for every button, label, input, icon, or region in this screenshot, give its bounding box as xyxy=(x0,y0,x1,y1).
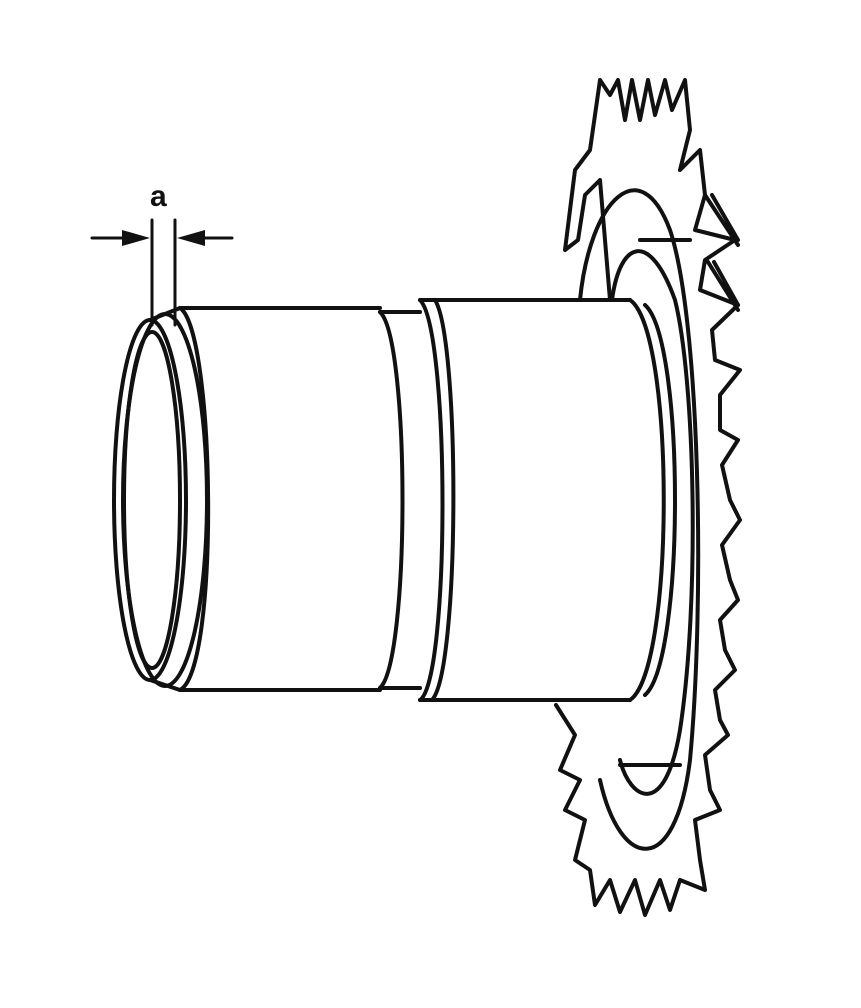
rear-cylinder xyxy=(418,298,677,702)
front-opening xyxy=(112,306,209,692)
saw-blade xyxy=(554,78,742,917)
dimension-a xyxy=(90,218,234,327)
groove xyxy=(378,310,422,690)
front-cylinder xyxy=(178,306,382,692)
dimension-label-a: a xyxy=(150,180,167,213)
